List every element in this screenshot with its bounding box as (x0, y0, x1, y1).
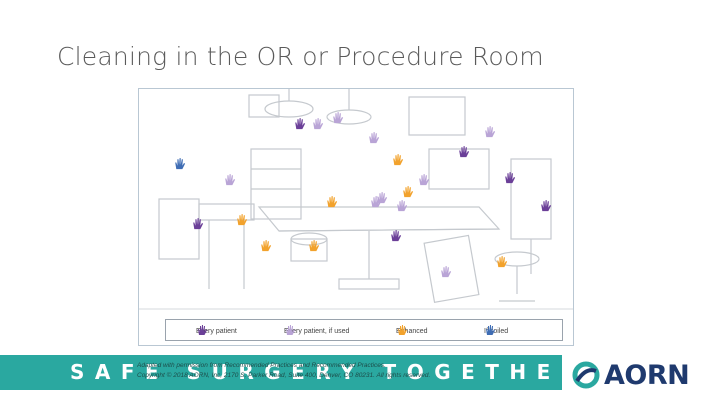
hand-icon (309, 240, 320, 252)
legend-item-every-patient: Every patient (196, 324, 237, 338)
legend-label: If soiled (484, 327, 509, 335)
footnote-line-2: Copyright © 2018 AORN, Inc, 2170 S. Park… (137, 372, 431, 379)
hand-icon (193, 218, 204, 230)
legend-label: Enhanced (396, 327, 428, 335)
legend-item-if-soiled: If soiled (484, 324, 508, 338)
hand-icon (393, 154, 404, 166)
legend-item-enhanced: Enhanced (396, 324, 428, 338)
legend-label: Every patient, if used (284, 327, 350, 335)
safe-surgery-banner: SAFE SURGERY TOGETHER (0, 355, 576, 390)
room-line-drawing (139, 89, 573, 310)
hand-icon (225, 174, 236, 186)
hand-icon (403, 186, 414, 198)
hand-icon (398, 325, 407, 335)
hand-icon (313, 118, 324, 130)
banner-text: SAFE SURGERY TOGETHER (70, 360, 587, 384)
legend: Every patient Every patient, if used Enh… (165, 319, 563, 341)
hand-icon (419, 174, 430, 186)
hand-icon (237, 214, 248, 226)
hand-markers (175, 112, 552, 278)
hand-icon (333, 112, 344, 124)
aorn-logo: AORN (572, 358, 702, 392)
hand-icon (391, 230, 402, 242)
hand-icon (198, 325, 207, 335)
logo-text: AORN (604, 359, 690, 391)
slide-title: Cleaning in the OR or Procedure Room (57, 42, 544, 71)
hand-icon (397, 200, 408, 212)
copyright-footnote: Adapted with permission from Recommended… (137, 361, 547, 381)
hand-icon (441, 266, 452, 278)
hand-icon (497, 256, 508, 268)
legend-label: Every patient (196, 327, 237, 335)
footnote-line-1: Adapted with permission from Recommended… (137, 362, 386, 369)
hand-icon (505, 172, 516, 184)
hand-icon (295, 118, 306, 130)
legend-item-if-used: Every patient, if used (284, 324, 349, 338)
hand-icon (377, 192, 388, 204)
hand-icon (459, 146, 470, 158)
hand-icon (327, 196, 338, 208)
aorn-mark-icon (572, 361, 600, 389)
hand-icon (485, 126, 496, 138)
hand-icon (541, 200, 552, 212)
hand-icon (286, 325, 295, 335)
hand-icon (486, 325, 495, 335)
or-room-illustration: Every patient Every patient, if used Enh… (138, 88, 574, 346)
hand-icon (175, 158, 186, 170)
hand-icon (261, 240, 272, 252)
hand-icon (369, 132, 380, 144)
